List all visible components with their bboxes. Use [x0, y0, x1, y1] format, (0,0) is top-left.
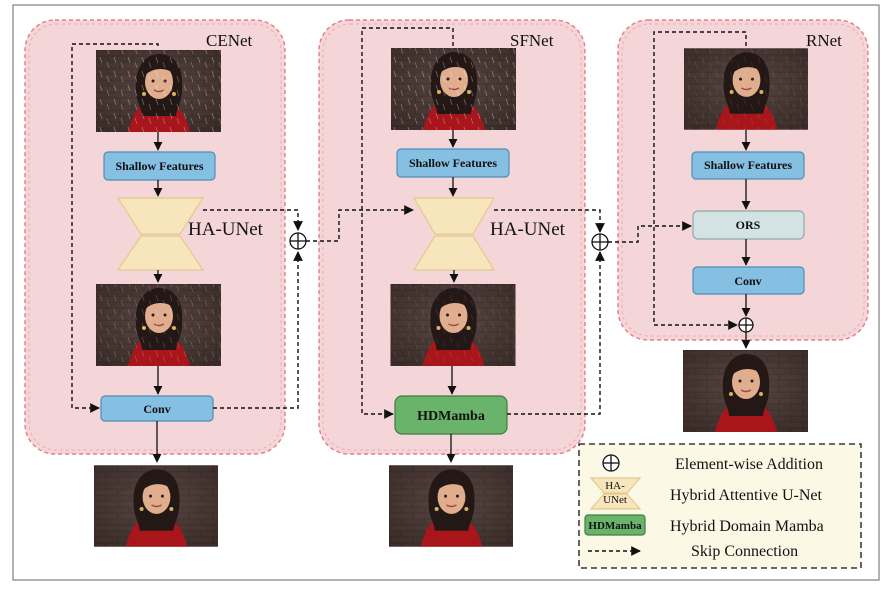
cenet-ha-unet-label: HA-UNet [188, 219, 264, 240]
rnet-ors-box [692, 210, 805, 240]
rnet-ors-label: ORS [736, 218, 761, 232]
sfnet-title: SFNet [510, 31, 554, 50]
sfnet-hdmamba-label: HDMamba [417, 409, 485, 424]
legend-addition-text: Element-wise Addition [675, 456, 823, 473]
sfnet-shallow-features-label: Shallow Features [409, 156, 497, 170]
rnet-title: RNet [806, 31, 842, 50]
sfnet-ha-unet-label: HA-UNet [490, 219, 566, 240]
rnet-shallow-features-box [691, 151, 805, 180]
legend-ha-line2: UNet [603, 494, 627, 506]
rnet-output-image [683, 350, 808, 432]
cenet-output-image [94, 465, 218, 547]
legend-hybrid-mamba-text: Hybrid Domain Mamba [670, 518, 824, 535]
cenet-conv-label: Conv [143, 402, 170, 416]
cenet-ha-unet-hourglass [116, 197, 205, 271]
rnet-shallow-features-label: Shallow Features [704, 158, 792, 172]
legend-oplus-icon [602, 454, 620, 472]
cenet-shallow-features-label: Shallow Features [115, 159, 203, 173]
legend-hybrid-unet-text: Hybrid Attentive U-Net [670, 487, 823, 504]
sfnet-ha-unet-hourglass [412, 197, 496, 271]
sfnet-oplus-icon [591, 233, 609, 251]
rnet-conv-box [692, 266, 805, 295]
sfnet-output-image [389, 465, 513, 547]
legend-hdmamba-icon [584, 514, 646, 536]
legend: Element-wise Addition HA- UNet Hybrid At… [578, 443, 862, 569]
cenet-shallow-features-box [103, 151, 216, 181]
legend-hdmamba-icon-label: HDMamba [588, 520, 642, 532]
rnet-conv-label: Conv [734, 274, 761, 288]
rnet-oplus-icon [738, 317, 754, 333]
cenet-oplus-icon [289, 232, 307, 250]
cenet-title: CENet [206, 31, 253, 50]
legend-skip-text: Skip Connection [691, 543, 798, 560]
legend-ha-unet-icon [589, 477, 642, 510]
legend-ha-line1: HA- [605, 480, 625, 492]
